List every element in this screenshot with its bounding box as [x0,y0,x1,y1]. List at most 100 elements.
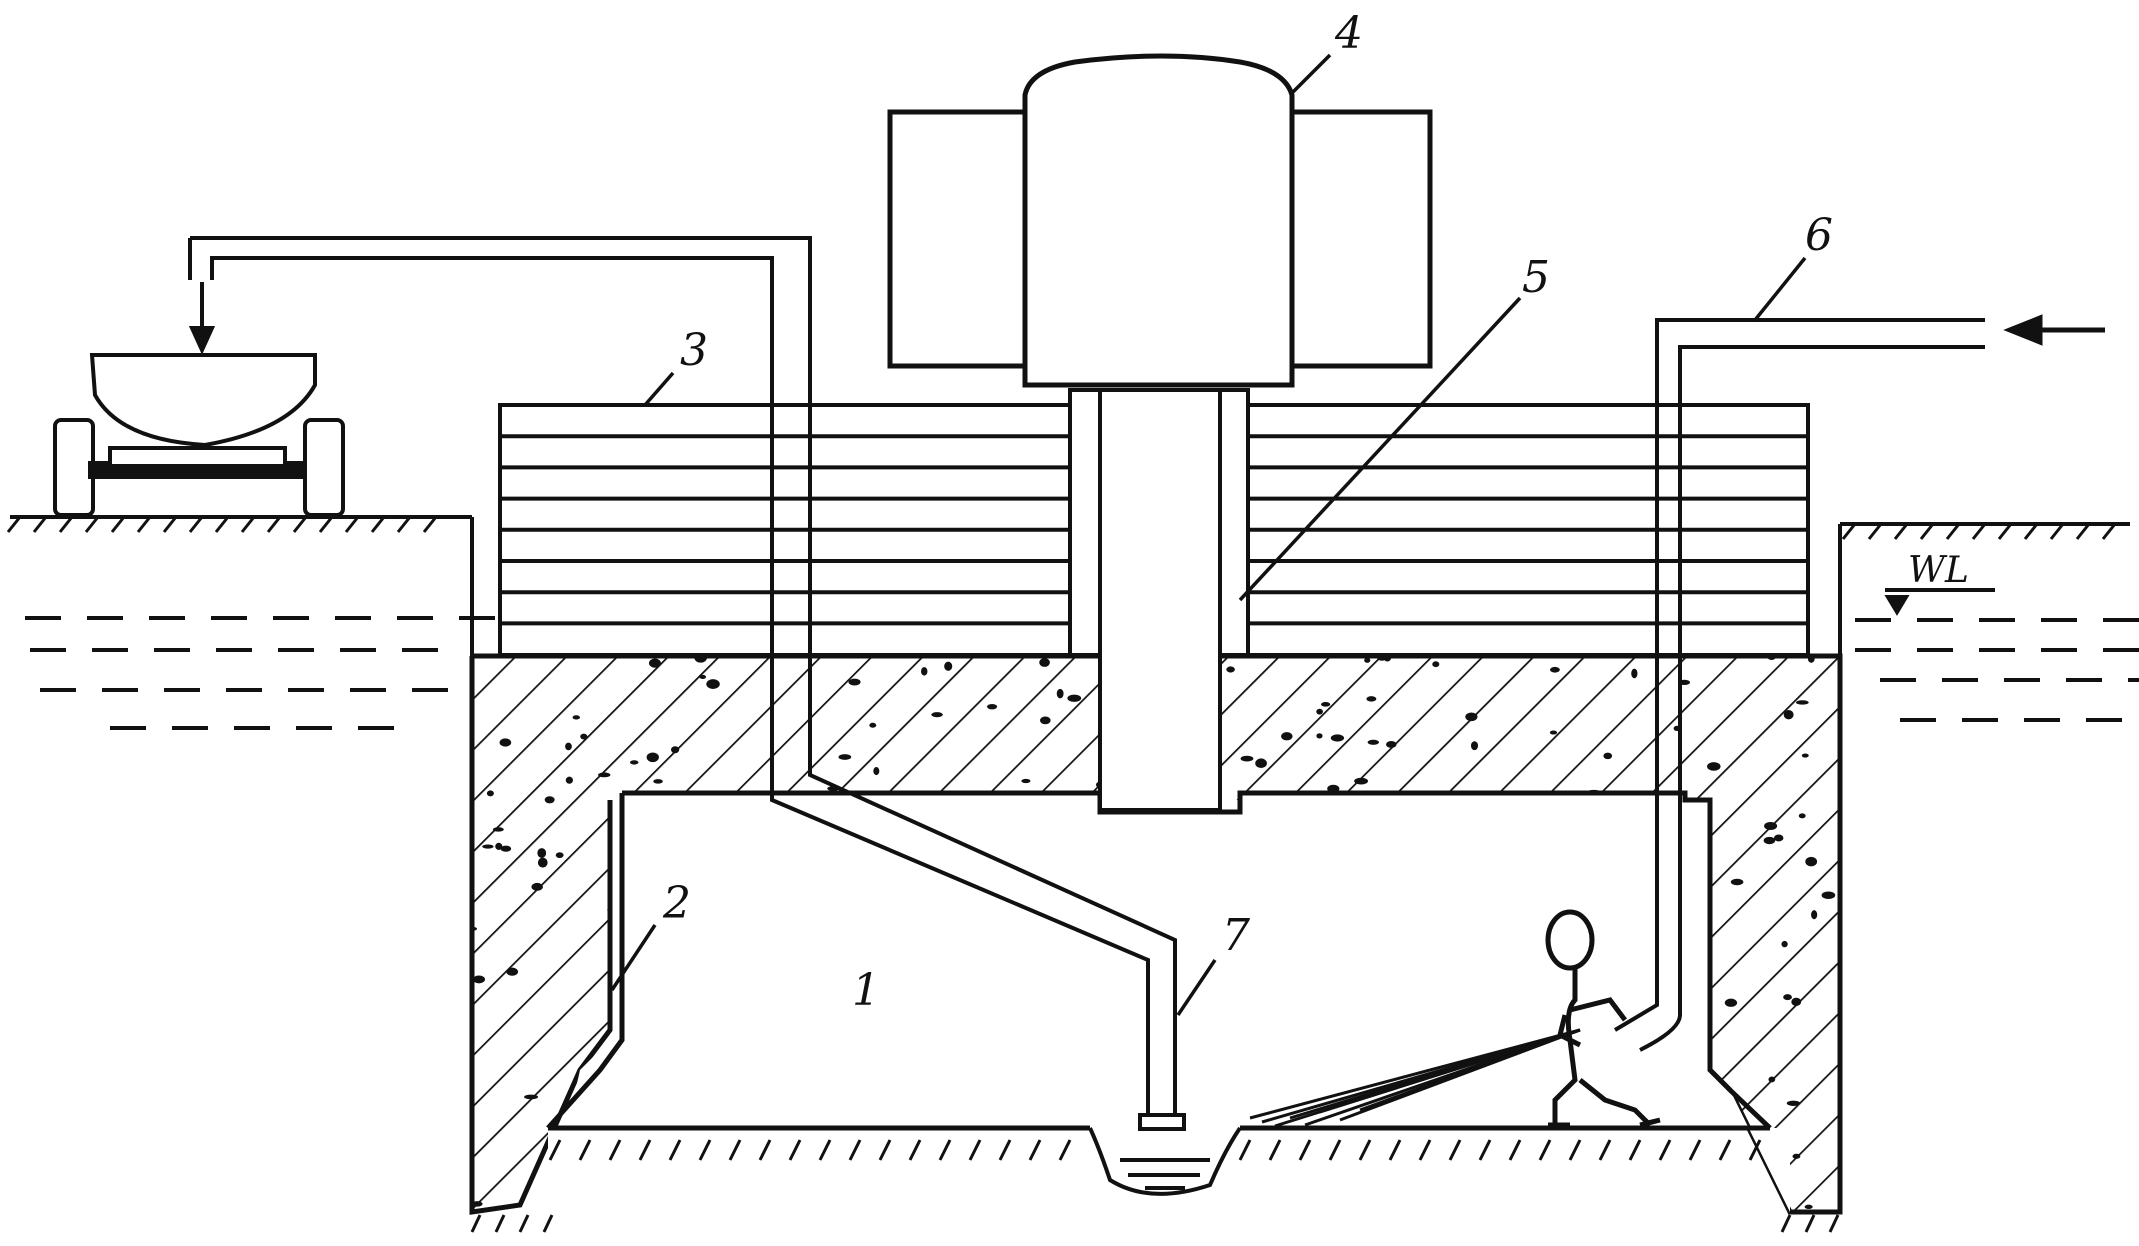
floor-tick [1748,1139,1762,1161]
aggregate-dot [872,1213,878,1217]
label-suction-pipe: 7 [1222,910,1250,961]
aggregate-dot [706,679,720,689]
aggregate-dot [653,779,663,784]
aggregate-dot [778,1181,788,1189]
ground-tick [136,516,152,533]
label-wall: 2 [662,878,691,929]
sump-pit [1088,1126,1242,1196]
aggregate-dot [1008,1141,1021,1150]
ground-tick [318,516,334,533]
aggregate-dot [565,776,573,784]
ground-tick [1841,523,1857,540]
aggregate-dot [544,796,555,804]
aggregate-dot [1550,666,1560,673]
aggregate-dot [486,790,494,797]
aggregate-dot [1281,732,1293,741]
aggregate-dot [1067,694,1082,702]
floor-tick [548,1139,562,1161]
aggregate-dot [495,842,503,850]
aggregate-dot [873,767,880,776]
aggregate-dot [1443,1140,1453,1149]
floor-tick [1268,1139,1282,1161]
aggregate-dot [1366,696,1377,702]
aggregate-dot [1371,1138,1380,1148]
floor-tick [1508,1139,1522,1161]
floor-tick [518,1214,530,1233]
floor-tick [1358,1139,1372,1161]
ground-tick [240,516,256,533]
aggregate-dot [598,772,611,778]
floor-tick [1448,1139,1462,1161]
aggregate-dot [838,754,852,760]
aggregate-dot [1763,836,1776,845]
ground-tick [162,516,178,533]
floor-tick [788,1139,802,1161]
ground-tick [32,516,48,533]
aggregate-dot [1092,1194,1106,1201]
aggregate-dot [1354,777,1369,785]
flow-arrow-left [2003,314,2105,346]
aggregate-dot [572,715,580,720]
jet-ray [1359,1028,1581,1112]
ground-tick [2075,523,2091,540]
ground-tick [1867,523,1883,540]
aggregate-dot [1549,730,1558,735]
floor-tick [638,1139,652,1161]
aggregate-dot [725,1190,734,1201]
ground-tick [2101,523,2117,540]
aggregate-dot [884,1161,896,1168]
aggregate-dot [1599,1204,1612,1210]
floor-tick [1238,1139,1252,1161]
floor-tick [1388,1139,1402,1161]
label-chamber: 1 [852,965,880,1016]
aggregate-dot [869,722,877,728]
aggregate-dot [1764,822,1778,831]
worker-figure [1545,909,1661,1128]
aggregate-dot [1730,878,1744,886]
label-shaft: 5 [1522,252,1550,303]
water-level-marker [1884,588,1995,616]
aggregate-dot [839,1191,849,1197]
ground-tick [292,516,308,533]
aggregate-dot [472,975,486,984]
aggregate-dot [1367,739,1380,745]
ground-tick [1945,523,1961,540]
leader-lines [610,53,1807,1016]
aggregate-dot [1768,1076,1776,1083]
aggregate-dot [1240,755,1254,762]
aggregate-dot [1039,716,1051,725]
aggregate-dot [1773,834,1784,842]
aggregate-dot [500,845,512,852]
ground-tick [6,516,22,533]
suction-pipe [188,236,1186,1131]
aggregate-dot [1316,733,1323,739]
ground-tick [1971,523,1987,540]
aggregate-dot [531,882,543,891]
aggregate-dot [646,752,659,763]
floor-tick [728,1139,742,1161]
aggregate-dot [1798,813,1806,819]
beam-lines [500,434,1808,626]
ground-tick [1893,523,1909,540]
aggregate-dot [555,852,564,859]
aggregate-dot [848,678,861,686]
aggregate-dot [499,738,512,747]
floor-tick [494,1214,506,1233]
floor-tick [818,1139,832,1161]
ground-tick [344,516,360,533]
aggregate-dot [671,746,680,754]
aggregate-dot [629,760,639,765]
aggregate-dot [1470,741,1479,751]
floor-tick [1688,1139,1702,1161]
aggregate-dot [524,1094,539,1100]
aggregate-dot [1321,702,1331,707]
aggregate-dot [833,1188,840,1195]
floor-tick [1568,1139,1582,1161]
ground-tick [370,516,386,533]
floor-tick [938,1139,952,1161]
working-chamber [546,790,1790,1212]
ground-tick [2049,523,2065,540]
floor-tick [1478,1139,1492,1161]
flow-arrow-down [188,282,216,355]
floor-tick [998,1139,1012,1161]
